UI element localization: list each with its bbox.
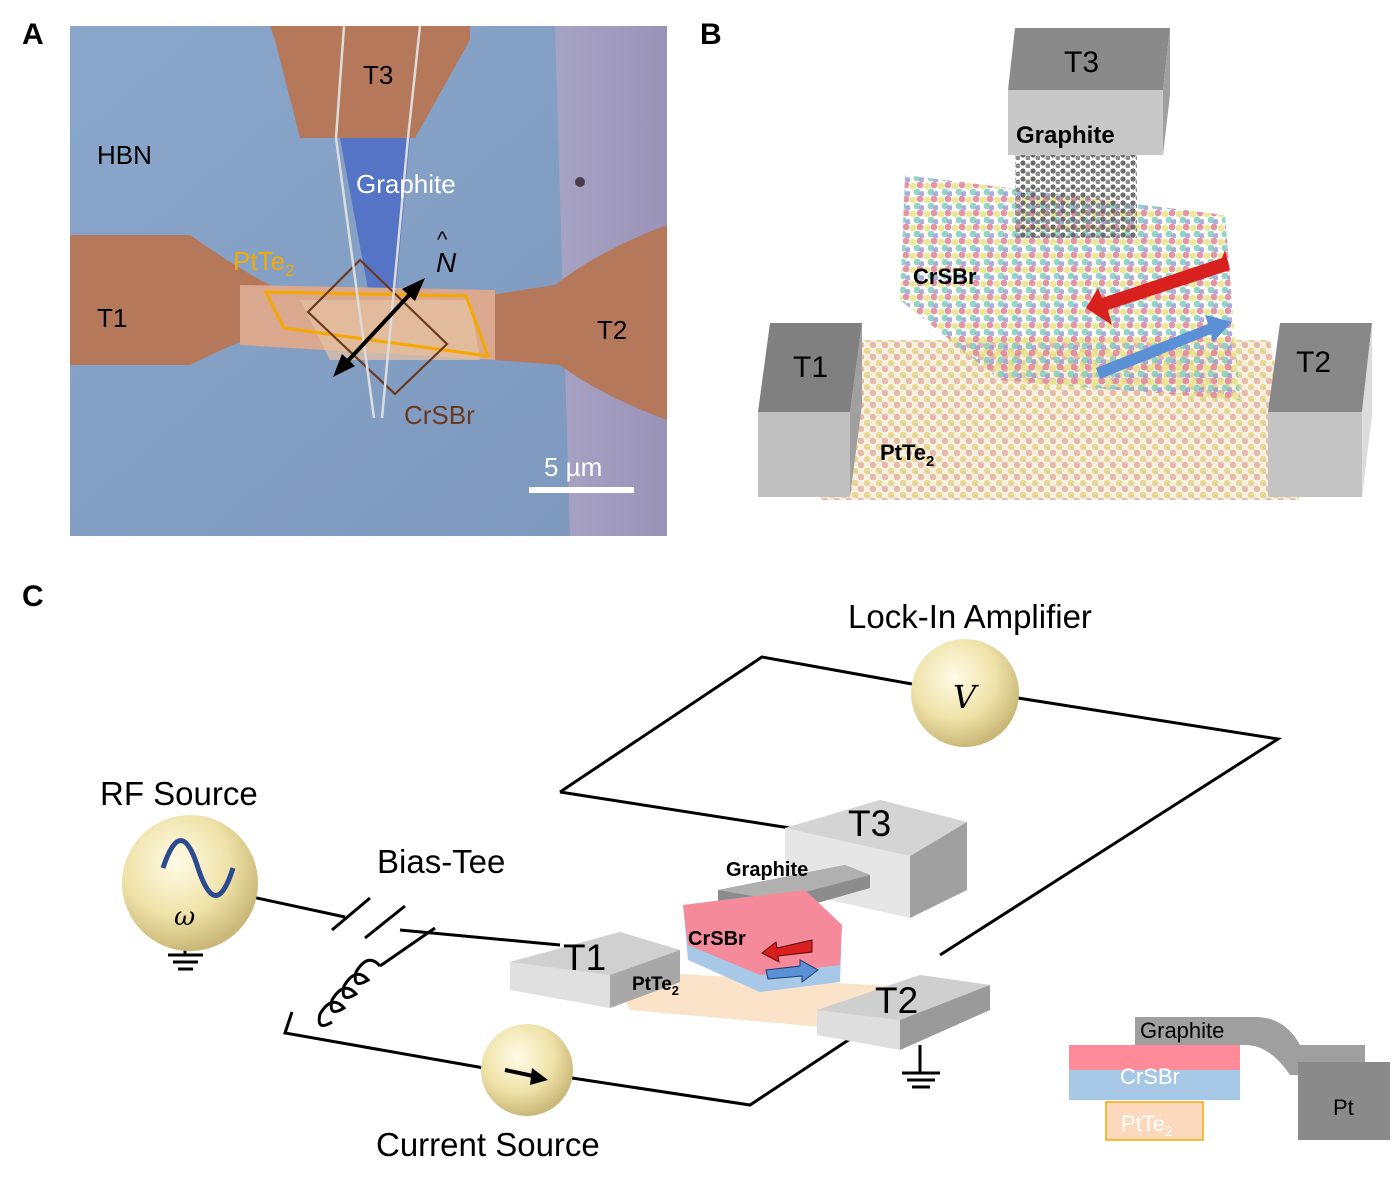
b-t3-label: T3: [1064, 46, 1099, 79]
c-omega-label: ω: [174, 902, 195, 932]
sine-wave-icon: [160, 838, 236, 898]
c-current-label: Current Source: [376, 1126, 600, 1163]
panel-a-micrograph: [70, 25, 667, 536]
rf-source-sphere: [122, 815, 258, 951]
current-arrow-icon: [504, 1068, 548, 1085]
b-ptte2-label: PtTe2: [880, 440, 934, 470]
panel-c-device: [510, 800, 990, 1050]
a-ptte2-label: PtTe2: [233, 246, 295, 280]
stack-graphite-label: Graphite: [1140, 1018, 1224, 1043]
b-t2-label: T2: [1296, 346, 1331, 379]
a-scale-label: 5 µm: [544, 452, 602, 482]
c-biastee-label: Bias-Tee: [377, 843, 505, 880]
stack-diagram: [1069, 1017, 1390, 1141]
c-v-label: V: [953, 678, 979, 716]
c-graphite-label: Graphite: [726, 859, 808, 881]
a-t1-label: T1: [97, 303, 127, 333]
c-t3-label: T3: [848, 803, 891, 844]
c-t1-label: T1: [563, 937, 606, 978]
lockin-sphere: [911, 639, 1019, 747]
stack-ptte2-label: PtTe2: [1121, 1111, 1173, 1139]
panel-letter-c: C: [22, 580, 44, 613]
stack-pt-label: Pt: [1333, 1095, 1354, 1120]
a-t3-label: T3: [363, 60, 393, 90]
a-n-hat-label: N: [436, 247, 457, 278]
c-ptte2-label: PtTe2: [632, 974, 679, 998]
panel-c-circuit: [168, 655, 1283, 1107]
c-rf-label: RF Source: [100, 775, 258, 812]
stack-crsbr-label: CrSBr: [1120, 1064, 1180, 1089]
current-source-sphere: [481, 1024, 573, 1116]
c-crsbr-label: CrSBr: [688, 928, 746, 950]
a-crsbr-label: CrSBr: [404, 400, 475, 430]
b-t1-label: T1: [793, 351, 828, 384]
c-lockin-label: Lock-In Amplifier: [848, 598, 1092, 635]
b-crsbr-label: CrSBr: [913, 264, 977, 289]
a-hbn-label: HBN: [97, 140, 152, 170]
panel-letter-b: B: [700, 18, 722, 51]
c-t2-label: T2: [875, 980, 918, 1021]
b-graphite-label: Graphite: [1016, 122, 1115, 149]
a-n-hat-accent: ^: [437, 227, 448, 252]
a-t2-label: T2: [597, 315, 627, 345]
panel-b-structure: [758, 28, 1372, 500]
panel-letter-a: A: [22, 18, 44, 51]
a-graphite-label: Graphite: [356, 169, 456, 199]
